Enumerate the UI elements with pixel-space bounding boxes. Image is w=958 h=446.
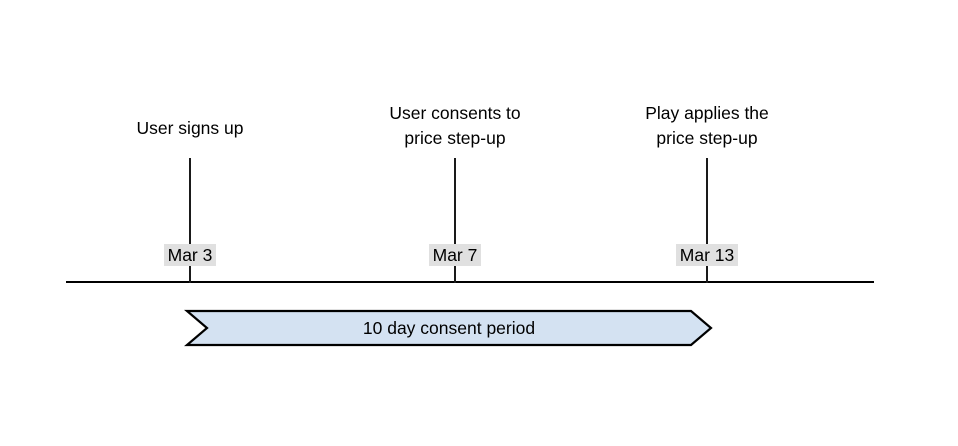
event-date-label: Mar 3 — [163, 244, 217, 266]
chevron-arrow-icon — [184, 309, 713, 347]
event-date-chip: Mar 13 — [647, 243, 767, 268]
event-date-label: Mar 7 — [428, 244, 482, 266]
event-tick-line — [189, 158, 191, 283]
consent-period-banner: 10 day consent period — [184, 309, 713, 347]
event-caption: User signs up — [136, 118, 244, 138]
event-tick-line — [706, 158, 708, 283]
event-caption: User consents to price step-up — [389, 103, 521, 148]
event-caption: Play applies the price step-up — [645, 103, 769, 148]
timeline-axis — [66, 281, 874, 283]
event-date-chip: Mar 3 — [130, 243, 250, 268]
event-date-label: Mar 13 — [675, 244, 739, 266]
consent-period-arrow-shape — [184, 309, 713, 347]
event-tick-line — [454, 158, 456, 283]
event-date-chip: Mar 7 — [395, 243, 515, 268]
